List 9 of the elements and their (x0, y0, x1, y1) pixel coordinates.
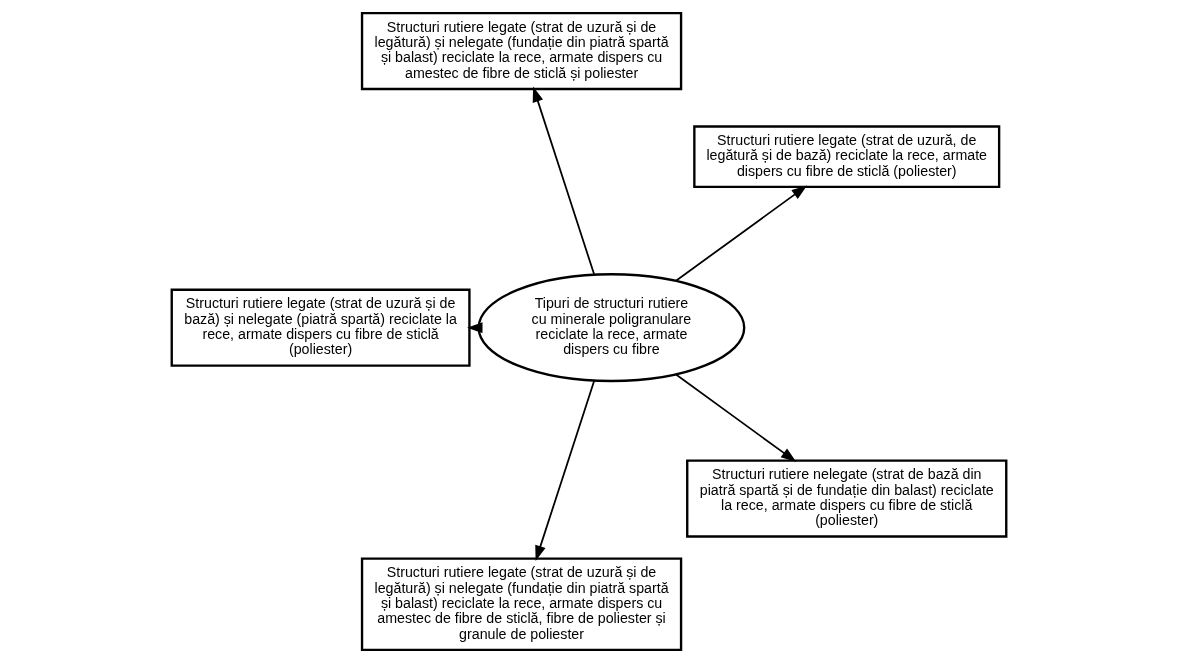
node-box: Structuri rutiere nelegate (strat de bază din piatră spartă și de fundație din balast) reciclate la rece, armate dispers cu fibre de sticlă (poliester) (685, 459, 1007, 538)
arrow (532, 86, 595, 276)
node-box: Structuri rutiere legate (strat de uzură, de legătură și de bază) reciclate la rece, armate dispers cu fibre de sticlă (poliester) (692, 125, 1000, 189)
node-box: Structuri rutiere legate (strat de uzură și de legătură) și nelegate (fundație din piatră spartă și balast) reciclate la rece, armate dispers cu amestec de fibre de sticlă, fibre de poliester și granule de poliester (360, 557, 682, 652)
arrow (534, 380, 595, 561)
arrow (674, 185, 807, 282)
node-box: Structuri rutiere legate (strat de uzură și de legătură) și nelegate (fundație din piatră spartă și balast) reciclate la rece, armate dispers cu amestec de fibre de sticlă și poliester (360, 11, 682, 91)
node-box: Structuri rutiere legate (strat de uzură și de bază) și nelegate (piatră spartă) reciclate la rece, armate dispers cu fibre de sticlă (poliester) (170, 288, 471, 367)
arrow (674, 373, 796, 462)
